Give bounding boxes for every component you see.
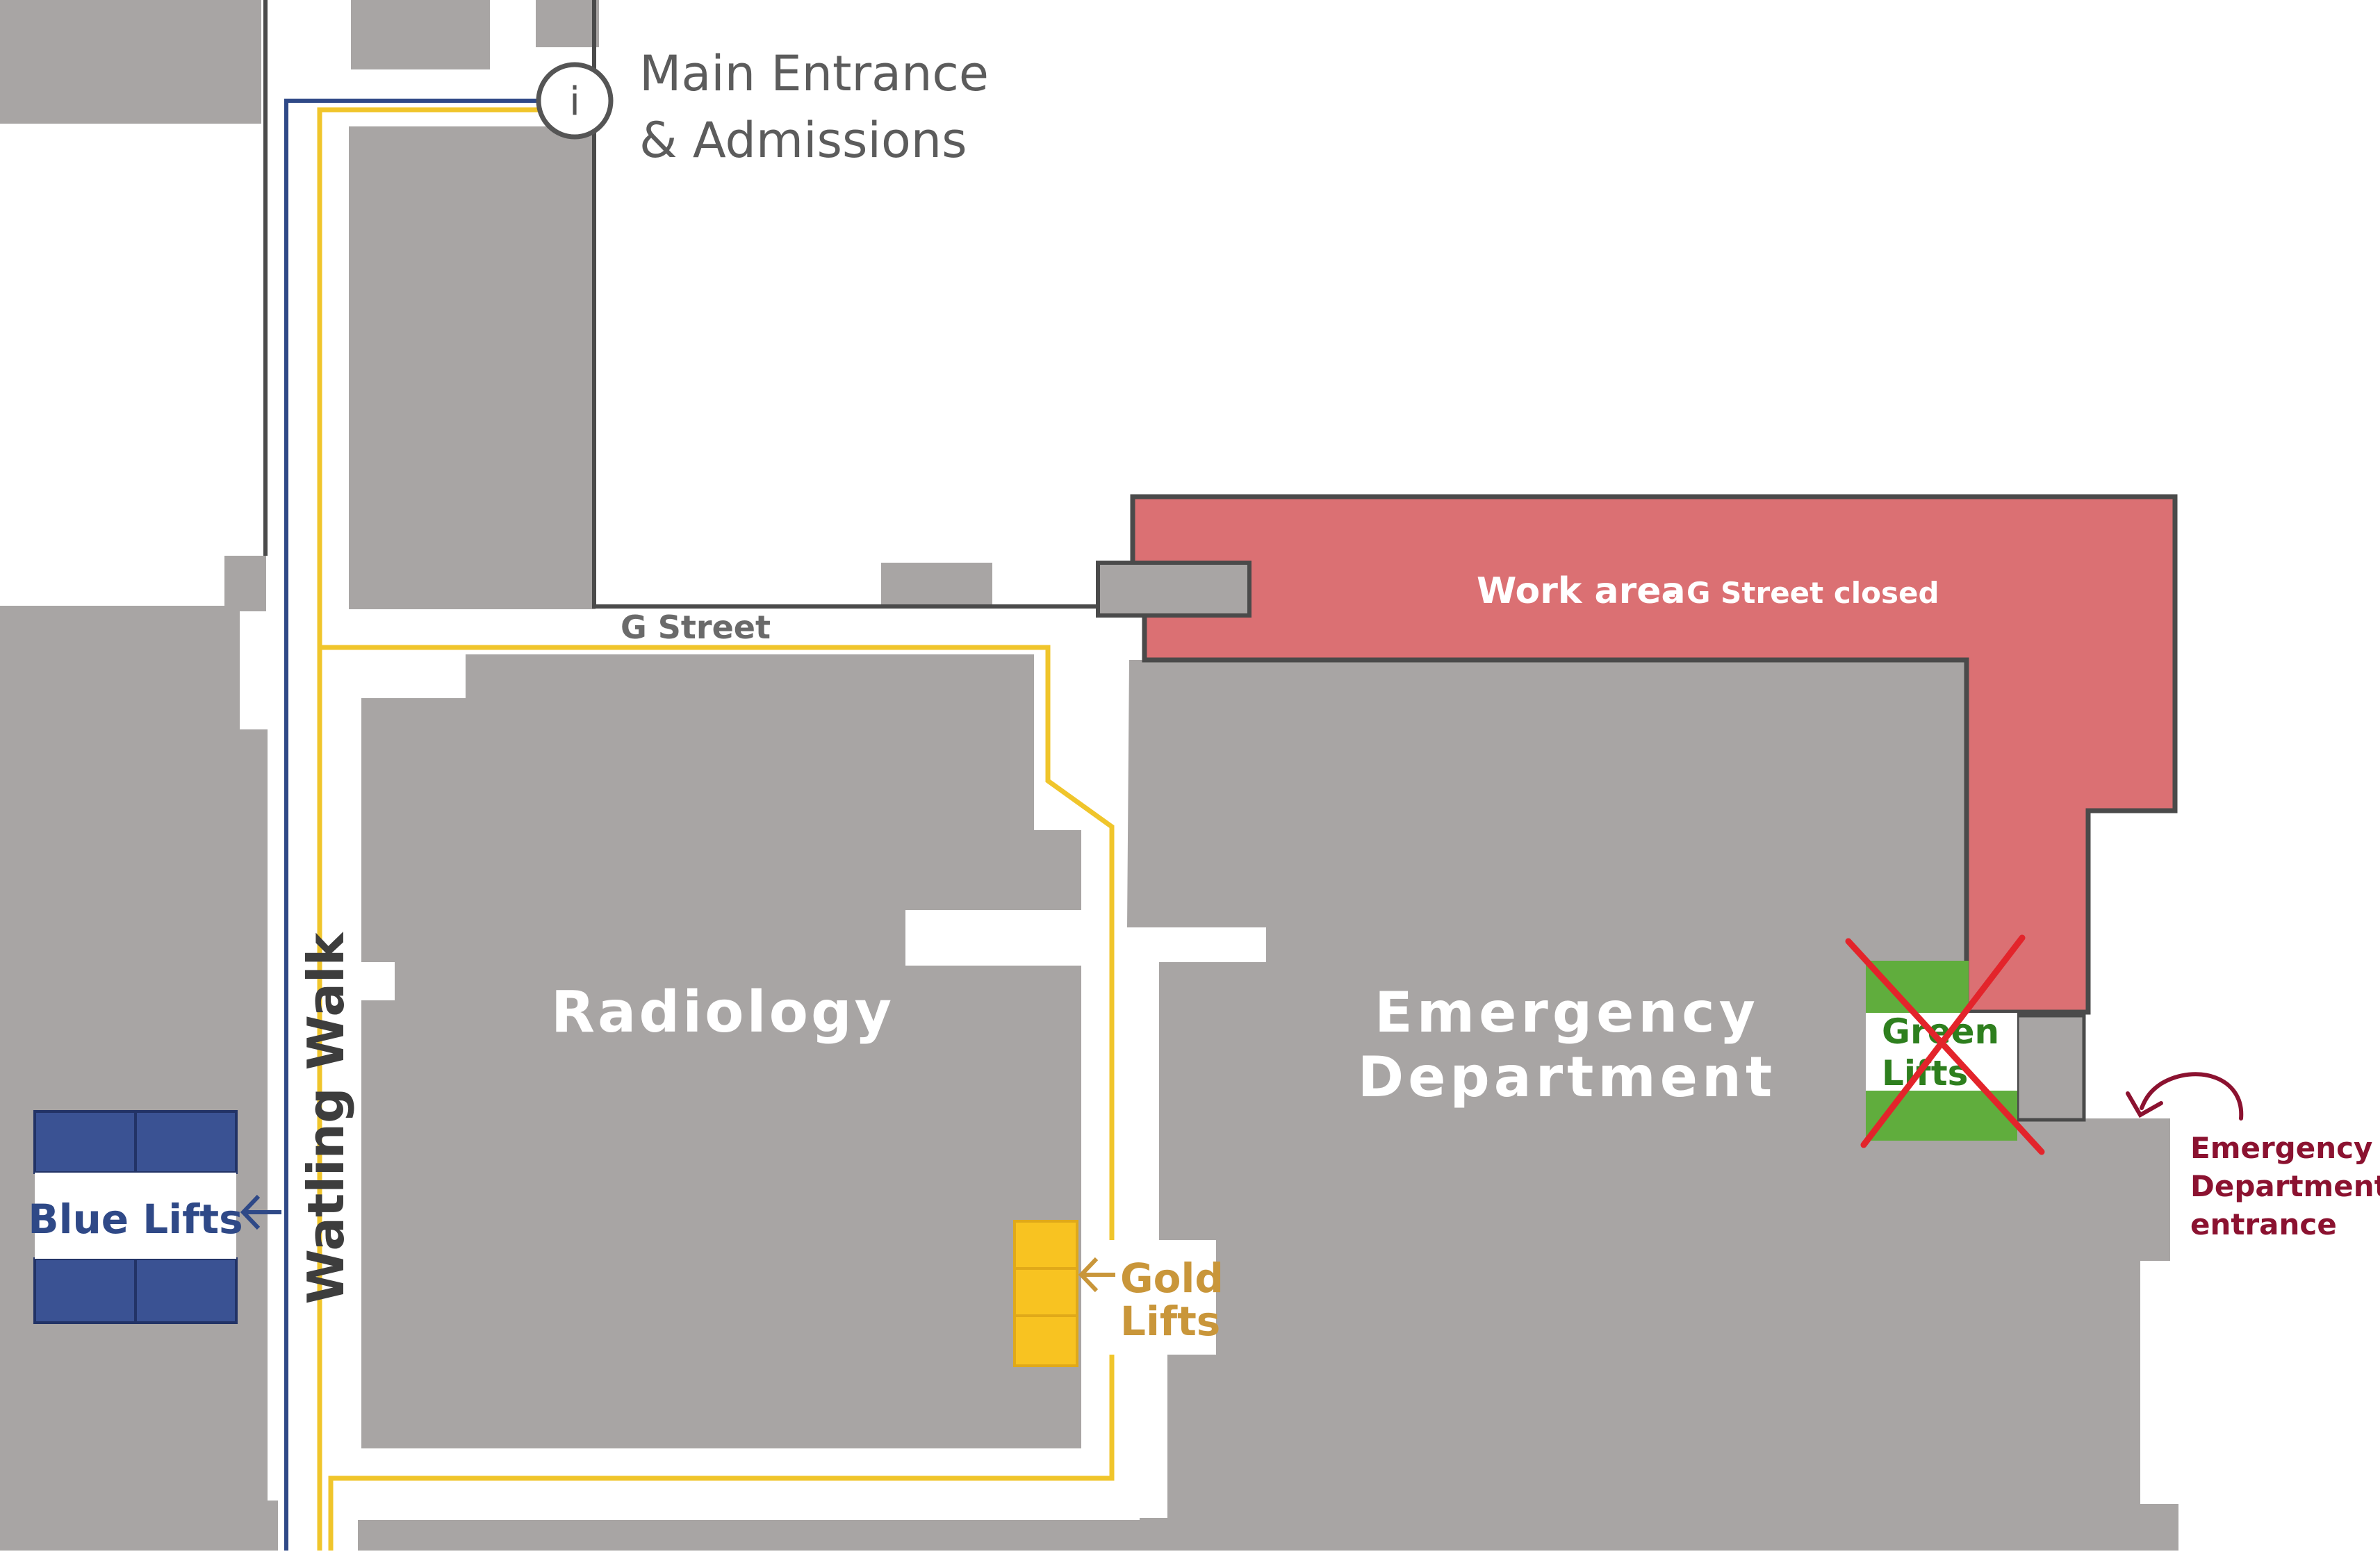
building-top-left <box>0 0 261 124</box>
work-area-title: Work area <box>1477 570 1686 612</box>
work-area-barrier <box>1096 561 1251 618</box>
info-icon <box>536 62 614 140</box>
arrow-icon <box>240 1194 281 1230</box>
green-lifts-label-bg <box>1866 1013 2017 1091</box>
building-radiology <box>361 654 1081 1448</box>
buildings <box>0 0 2178 1551</box>
gold-lift-car <box>1013 1267 1078 1317</box>
gold-route <box>317 645 1115 1551</box>
gold-lift-car <box>1013 1220 1078 1270</box>
gold-lifts: Gold Lifts <box>1013 1220 1224 1367</box>
building-admissions <box>349 126 596 609</box>
blue-route <box>284 99 542 1551</box>
info-glyph: i <box>569 79 580 124</box>
gold-lifts-label-bg <box>1081 1240 1216 1355</box>
building-emergency <box>1127 660 2178 1551</box>
radiology-label: Radiology <box>551 979 894 1045</box>
green-lifts: Green Lifts <box>1845 934 2045 1155</box>
building-left <box>0 606 240 1551</box>
blue-lifts-label-bg <box>35 1173 236 1259</box>
building-g-street-small <box>881 563 992 609</box>
building-left-bottom <box>181 1501 278 1551</box>
arrow-icon <box>2126 1072 2244 1121</box>
ed-entrance-label-line3: entrance <box>2190 1207 2337 1241</box>
watling-walk-label: Watling Walk <box>297 931 355 1304</box>
main-entrance-label-line1: Main Entrance <box>639 45 989 102</box>
green-lift-car <box>1866 961 1969 1013</box>
blue-lift-car <box>33 1110 137 1174</box>
emergency-label-line1: Emergency <box>1374 980 1759 1045</box>
blue-lifts-label: Blue Lifts <box>28 1196 243 1243</box>
ed-entrance-marker: Emergency Department entrance <box>2126 1072 2380 1241</box>
main-entrance-marker: i <box>536 62 614 140</box>
blue-lift-car <box>134 1257 238 1324</box>
ed-entrance-label-line2: Department <box>2190 1169 2380 1203</box>
blue-lift-car <box>134 1110 238 1174</box>
work-area-note: - G Street closed <box>1664 576 1939 610</box>
main-entrance-label-line2: & Admissions <box>639 112 967 169</box>
arrow-icon <box>1078 1257 1115 1293</box>
gold-lifts-label-line1: Gold <box>1120 1255 1224 1302</box>
blue-lifts: Blue Lifts <box>28 1110 281 1324</box>
building-left-top <box>224 556 266 611</box>
gold-lifts-label-line2: Lifts <box>1120 1298 1220 1345</box>
g-street-label: G Street <box>621 609 771 646</box>
building-ed-annex <box>2015 1014 2086 1122</box>
cross-icon <box>1845 934 2045 1155</box>
emergency-label-line2: Department <box>1358 1045 1776 1109</box>
building-bottom-strip <box>358 1520 1143 1551</box>
building-top-small-2 <box>536 0 599 47</box>
gold-route-entrance <box>317 107 542 647</box>
building-left-lower <box>236 729 268 1551</box>
ed-entrance-label-line1: Emergency <box>2190 1131 2372 1165</box>
blue-lift-car <box>33 1257 137 1324</box>
gold-lift-car <box>1013 1314 1078 1367</box>
building-top-small-1 <box>351 0 490 69</box>
